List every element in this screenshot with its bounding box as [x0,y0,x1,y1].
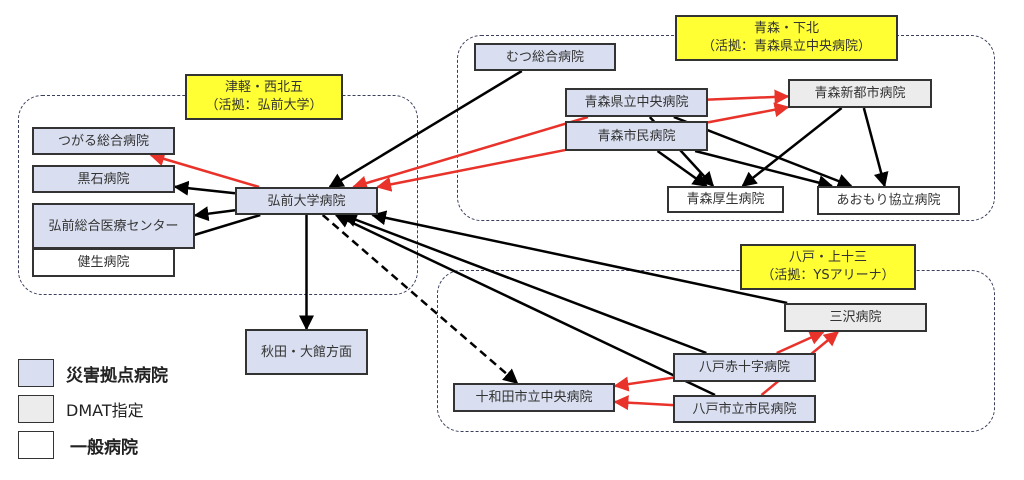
edge-hachinohe-sekijuji-to-hirosaki-univ [341,212,707,355]
node-akita-odate-direction: 秋田・大館方面 [245,329,368,375]
legend-swatch [18,359,54,387]
node-hachinohe-city-hospital: 八戸市立市民病院 [673,395,816,423]
node-aomori-kosei-hospital: 青森厚生病院 [667,186,784,213]
node-tsugaru-sogo-hospital: つがる総合病院 [32,127,175,155]
region-label-tsugaru: 津軽・西北五 （活拠：弘前大学） [185,74,343,120]
node-hirosaki-university-hospital: 弘前大学病院 [235,187,378,215]
region-label-line2: （活拠：青森県立中央病院） [701,39,871,54]
edge-aomori-shinto-to-aomori-kyoritsu [862,107,889,188]
edge-hirosaki-univ-to-hirosaki-sogo [193,206,236,222]
node-aomori-shinto-hospital: 青森新都市病院 [788,79,932,108]
node-label: 青森厚生病院 [686,192,765,207]
edge-aomori-shimin-to-aomori-shinto [707,102,790,124]
node-label: あおもり協立病院 [836,193,941,208]
legend-label: 一般病院 [70,437,138,458]
edge-aomori-kenritsu-to-hirosaki-univ [351,115,589,191]
node-label: 青森県立中央病院 [584,95,689,110]
legend-label: 災害拠点病院 [66,365,168,386]
edge-hachinohe-shimin-to-towada [613,395,674,411]
edge-aomori-shimin-to-hirosaki-univ [376,148,566,192]
node-label: 青森新都市病院 [814,86,906,101]
edge-hachinohe-sekijuji-to-misawa [776,330,825,355]
node-label: 黒石病院 [77,171,130,187]
edge-hirosaki-univ-to-kuroishi [173,180,236,196]
edge-aomori-shimin-to-aomori-kosei [656,149,708,188]
edge-hirosaki-univ-to-tsugaru-sogo [149,151,260,189]
node-label: 青森市民病院 [597,128,676,144]
node-label: 弘前総合医療センター [48,218,179,234]
node-label: 秋田・大館方面 [260,344,352,360]
edge-hachinohe-sekijuji-to-towada [613,376,674,392]
node-label: 十和田市立中央病院 [475,390,593,405]
region-label-line2: （活拠：弘前大学） [205,98,323,113]
region-label-hachinohe: 八戸・上十三 （活拠：YSアリーナ） [740,244,916,290]
edge-aomori-shinto-to-aomori-kosei [741,107,843,187]
legend-item-disaster-base: 災害拠点病院 [18,359,168,387]
node-kuroishi-hospital: 黒石病院 [32,165,175,193]
region-hachinohe [437,270,995,432]
node-kensei-hospital: 健生病院 [32,248,175,277]
node-aomori-prefectural-central-hospital: 青森県立中央病院 [565,88,708,117]
node-label: 三沢病院 [829,310,882,325]
node-aomori-city-hospital: 青森市民病院 [565,121,708,151]
node-hirosaki-sogo-medical-center: 弘前総合医療センター [32,203,195,249]
node-label: 健生病院 [77,255,130,270]
region-label-line2: （活拠：YSアリーナ） [761,268,895,283]
edge-misawa-to-hirosaki-univ [371,210,788,305]
legend-swatch [18,431,54,459]
node-label: むつ総合病院 [505,49,584,65]
legend-item-general: 一般病院 [18,431,138,459]
edge-mutsu-to-hirosaki-univ [328,69,523,189]
node-label: 八戸市立市民病院 [692,401,797,417]
region-label-line1: 津軽・西北五 [224,80,303,95]
node-label: 弘前大学病院 [267,193,346,209]
node-hachinohe-red-cross-hospital: 八戸赤十字病院 [673,353,816,382]
region-label-aomori: 青森・下北 （活拠：青森県立中央病院） [675,15,898,61]
node-mutsu-sogo-hospital: むつ総合病院 [474,43,616,71]
legend-item-dmat: DMAT指定 [18,395,144,423]
edge-hachinohe-shimin-to-hirosaki-univ [334,213,716,397]
edge-aomori-kenritsu-to-aomori-shinto [707,89,790,105]
node-label: 八戸赤十字病院 [698,360,790,375]
region-label-line1: 八戸・上十三 [788,250,867,265]
legend-label: DMAT指定 [66,401,144,420]
node-aomori-kyoritsu-hospital: あおもり協立病院 [817,186,960,215]
legend-swatch [18,395,54,423]
node-misawa-hospital: 三沢病院 [784,303,927,332]
region-label-line1: 青森・下北 [753,21,819,36]
node-towada-city-central-hospital: 十和田市立中央病院 [453,383,615,412]
edge-hirosaki-univ-to-towada [321,214,519,384]
node-label: つがる総合病院 [57,133,149,149]
